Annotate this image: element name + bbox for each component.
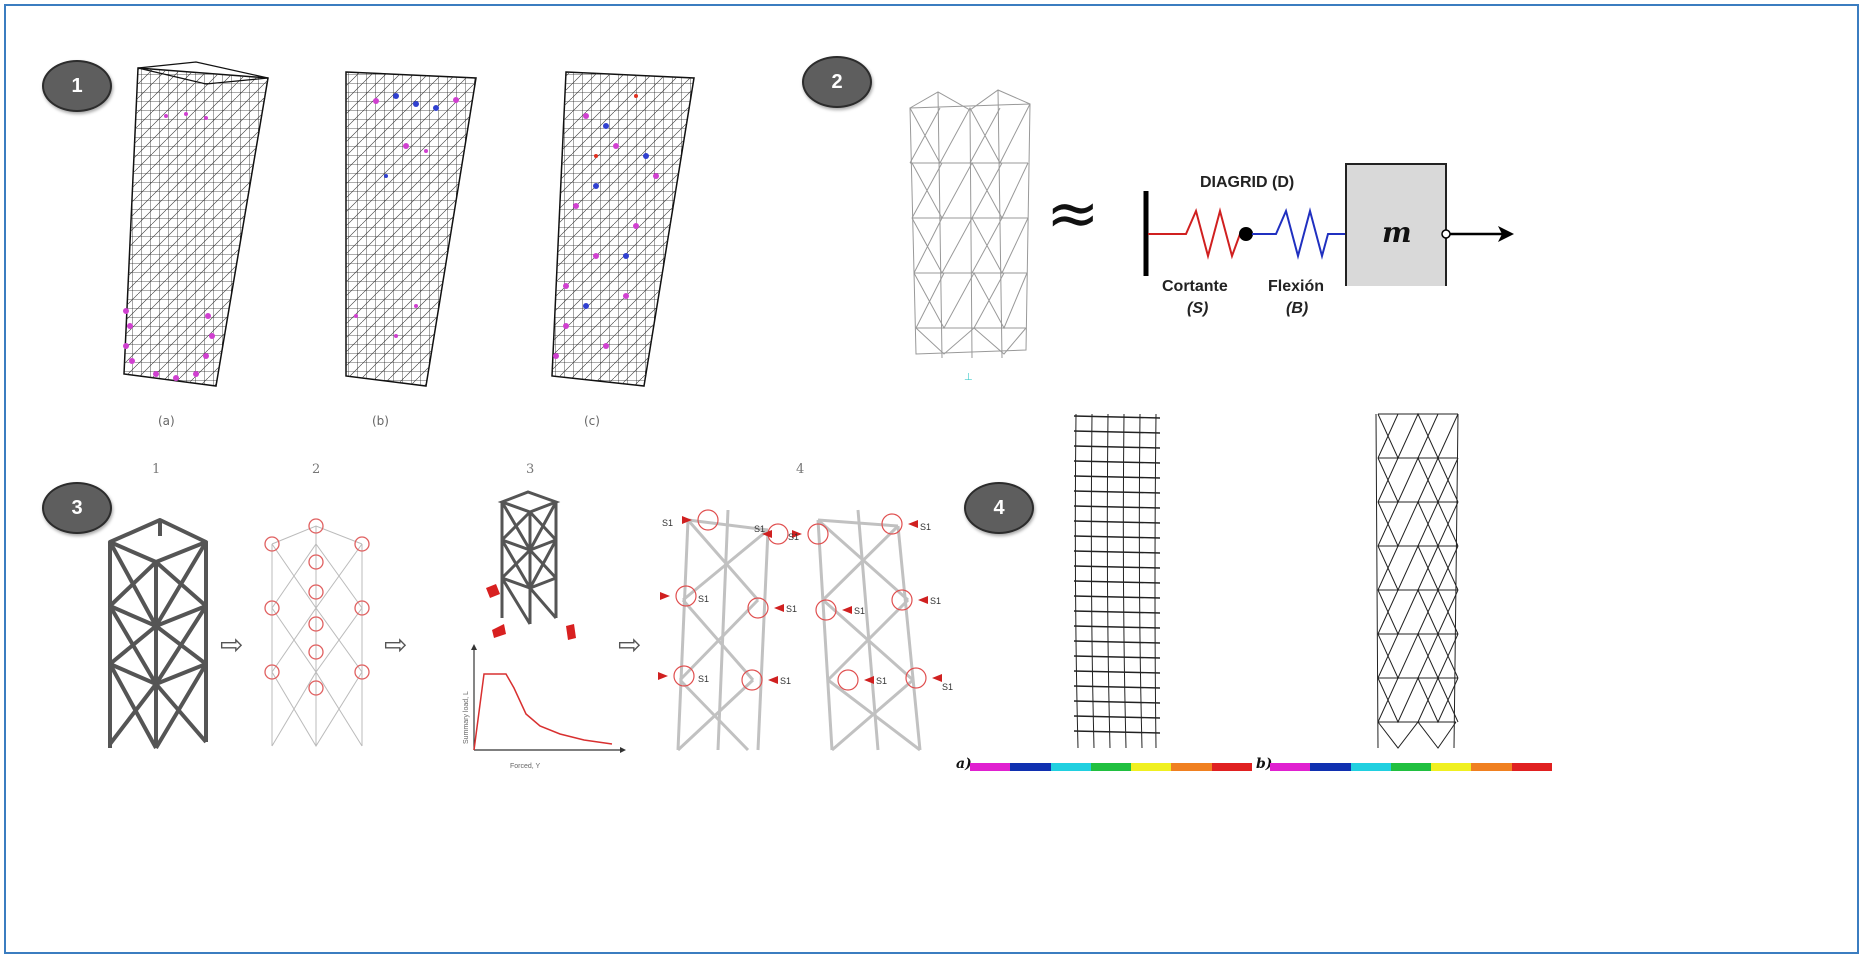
force-label-1: S1 bbox=[662, 518, 673, 528]
color-scale-segment bbox=[1050, 763, 1091, 771]
color-scale-segment bbox=[1431, 763, 1472, 771]
badge-3: 3 bbox=[42, 482, 112, 534]
floor-line bbox=[1073, 490, 1161, 494]
floor-line bbox=[1073, 700, 1161, 704]
floor-line bbox=[1073, 715, 1161, 719]
spring-node bbox=[1239, 227, 1253, 241]
force-label-11: S1 bbox=[876, 676, 887, 686]
floor-line bbox=[1073, 655, 1161, 659]
step-label-3: 3 bbox=[526, 462, 535, 477]
floor-line bbox=[1073, 670, 1161, 674]
floor-line bbox=[1073, 595, 1161, 599]
color-scale-segment bbox=[1131, 763, 1172, 771]
floor-line bbox=[1073, 550, 1161, 554]
diagrid-label: DIAGRID (D) bbox=[1200, 174, 1295, 191]
badge-2: 2 bbox=[802, 56, 872, 108]
step-arrow-3: ⇨ bbox=[618, 628, 642, 661]
badge-1: 1 bbox=[42, 60, 112, 112]
force-label-9: S1 bbox=[854, 606, 865, 616]
step-label-2: 2 bbox=[312, 462, 321, 477]
panel-3-load-graph: Forced, Y Summary load, L bbox=[463, 644, 626, 770]
force-label-2: S1 bbox=[754, 524, 765, 534]
panel-3-step4-deformed: S1 S1 S1 S1 S1 S1 S1 S1 S1 S1 S1 S1 bbox=[658, 509, 953, 752]
step-label-1: 1 bbox=[152, 462, 161, 477]
mass-label: m bbox=[1382, 216, 1412, 249]
color-scale-segment bbox=[1270, 763, 1311, 771]
panel-1-towers bbox=[123, 61, 695, 387]
floor-line bbox=[1073, 520, 1161, 524]
flex-sub: (B) bbox=[1286, 300, 1309, 317]
shear-sub: (S) bbox=[1187, 300, 1209, 317]
tower-model-a bbox=[123, 61, 269, 387]
panel-4-frame-model-a bbox=[1073, 413, 1161, 749]
color-scale-segment bbox=[1350, 763, 1391, 771]
force-label-6: S1 bbox=[780, 676, 791, 686]
panel-2-spring-mass-model bbox=[1143, 163, 1514, 286]
force-label-5: S1 bbox=[698, 674, 709, 684]
force-label-4: S1 bbox=[786, 604, 797, 614]
color-scale-segment bbox=[970, 763, 1011, 771]
force-label-12: S1 bbox=[942, 682, 953, 692]
floor-line bbox=[1073, 460, 1161, 464]
floor-line bbox=[1073, 685, 1161, 689]
panel-2-diagrid-tower: ⊥ bbox=[909, 89, 1031, 383]
step-label-4: 4 bbox=[796, 462, 805, 477]
graph-x-label: Forced, Y bbox=[510, 763, 541, 770]
approx-symbol: ≈ bbox=[1046, 177, 1100, 251]
caption-c: (c) bbox=[584, 414, 600, 428]
caption-a: (a) bbox=[158, 414, 175, 428]
panel-4-diagrid-model-b bbox=[1375, 412, 1459, 749]
color-scale-segment bbox=[1390, 763, 1432, 771]
color-scale-segment bbox=[1471, 763, 1512, 771]
step-arrow-2: ⇨ bbox=[384, 628, 408, 661]
force-label-10: S1 bbox=[930, 596, 941, 606]
subfigure-label-a: a) bbox=[956, 756, 972, 772]
step-arrow-1: ⇨ bbox=[220, 628, 244, 661]
floor-line bbox=[1073, 610, 1161, 614]
floor-line bbox=[1073, 445, 1161, 449]
load-curve bbox=[473, 673, 613, 751]
badge-4: 4 bbox=[964, 482, 1034, 534]
floor-line bbox=[1073, 580, 1161, 584]
color-scale-segment bbox=[1211, 763, 1252, 771]
figure-frame: 1 2 3 4 bbox=[4, 4, 1859, 954]
floor-line bbox=[1073, 625, 1161, 629]
shear-spring bbox=[1148, 207, 1244, 260]
color-scale-segment bbox=[1171, 763, 1212, 771]
color-scale-segment bbox=[1310, 763, 1351, 771]
force-label-3: S1 bbox=[698, 594, 709, 604]
force-label-8: S1 bbox=[920, 522, 931, 532]
floor-line bbox=[1073, 505, 1161, 509]
floor-line bbox=[1073, 475, 1161, 479]
panel-3-step2-nodes bbox=[264, 518, 370, 747]
graph-y-label: Summary load, L bbox=[463, 691, 470, 744]
caption-b: (b) bbox=[372, 414, 389, 428]
panel-3-step1-tower bbox=[108, 518, 208, 750]
subfigure-label-b: b) bbox=[1256, 756, 1273, 772]
floor-line bbox=[1073, 565, 1161, 569]
color-scale-b bbox=[1270, 763, 1552, 771]
color-scale-segment bbox=[1511, 763, 1552, 771]
tower-model-b bbox=[345, 71, 477, 387]
tower-model-c bbox=[551, 71, 695, 387]
floor-line bbox=[1073, 430, 1161, 434]
color-scale-segment bbox=[1010, 763, 1051, 771]
flex-spring bbox=[1252, 207, 1346, 260]
floor-line bbox=[1073, 730, 1161, 734]
floor-line bbox=[1073, 640, 1161, 644]
shear-label: Cortante bbox=[1162, 278, 1228, 295]
force-label-7: S1 bbox=[788, 532, 799, 542]
floor-line bbox=[1073, 415, 1161, 419]
color-scale-segment bbox=[1090, 763, 1132, 771]
svg-text:⊥: ⊥ bbox=[964, 372, 973, 383]
floor-line bbox=[1073, 535, 1161, 539]
force-arrow bbox=[1498, 226, 1514, 242]
color-scale-a bbox=[970, 763, 1252, 771]
flex-label: Flexión bbox=[1268, 278, 1325, 295]
panel-3-step3-tower bbox=[486, 490, 576, 640]
